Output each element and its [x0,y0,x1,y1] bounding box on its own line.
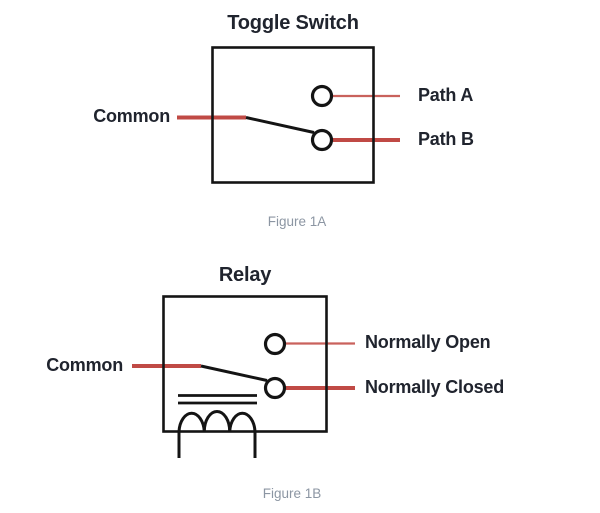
relay-normally-closed-terminal [263,376,287,400]
figure-1a-caption: Figure 1A [267,214,327,229]
toggle-path-a-label: Path A [418,85,474,105]
toggle-path-b-terminal [310,128,334,152]
relay-body [162,295,328,433]
relay-title: Relay [218,264,272,286]
relay-normally-open-terminal [263,332,287,356]
toggle-path-a-terminal [310,84,334,108]
toggle-common-label: Common [93,106,170,126]
relay-common-label: Common [46,355,123,375]
figure-1b-caption: Figure 1B [262,486,322,501]
relay-armature [200,364,268,382]
relay-diagram [132,295,355,458]
toggle-switch-title: Toggle Switch [227,12,359,34]
toggle-switch-diagram [177,46,400,184]
toggle-armature [245,116,315,134]
relay-normally-open-label: Normally Open [365,332,491,352]
toggle-path-b-label: Path B [418,129,474,149]
relay-normally-closed-label: Normally Closed [365,377,505,397]
relay-coil [177,410,257,432]
toggle-switch-body [211,46,375,184]
